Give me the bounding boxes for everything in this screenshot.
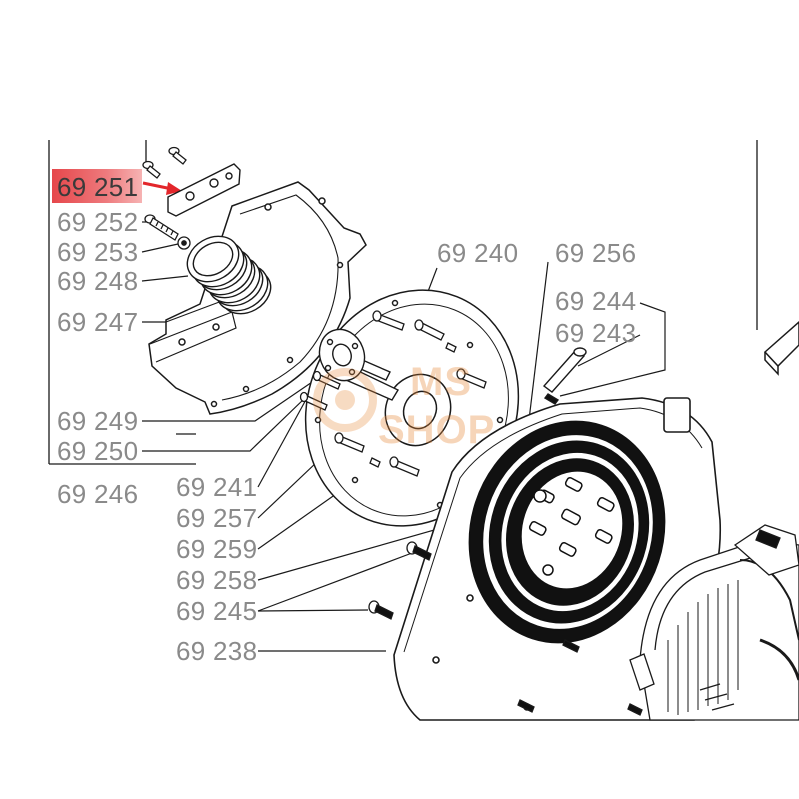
part-label-69-259: 69 259 xyxy=(176,534,258,564)
part-label-69-238: 69 238 xyxy=(176,636,258,666)
part-label-69-246: 69 246 xyxy=(57,479,139,509)
part-label-69-258: 69 258 xyxy=(176,565,258,595)
part-label-69-243: 69 243 xyxy=(555,318,637,348)
part-label-69-249: 69 249 xyxy=(57,406,139,436)
part-label-69-241: 69 241 xyxy=(176,472,258,502)
frame-lines xyxy=(48,140,758,465)
part-label-69-251: 69 251 xyxy=(57,172,139,202)
bolts-69-245 xyxy=(368,541,643,716)
flange-69-241 xyxy=(318,328,399,401)
bracket-right xyxy=(763,320,799,376)
part-label-69-245: 69 245 xyxy=(176,596,258,626)
part-label-69-257: 69 257 xyxy=(176,503,258,533)
highlight-box xyxy=(52,169,142,203)
part-label-69-253: 69 253 xyxy=(57,237,139,267)
watermark-line1: MS xyxy=(410,360,472,404)
engine-drum xyxy=(629,524,799,721)
leader-69-245b xyxy=(257,609,369,612)
leader-69-245a xyxy=(257,552,413,612)
watermark-line2: SHOP xyxy=(378,408,496,452)
part-label-69-256: 69 256 xyxy=(555,238,637,268)
top-bolts xyxy=(142,146,187,179)
bellows-69-248 xyxy=(186,235,272,315)
leader-69-253 xyxy=(141,243,179,253)
part-label-69-247: 69 247 xyxy=(57,307,139,337)
part-label-69-252: 69 252 xyxy=(57,207,139,237)
watermark-gear-icon xyxy=(313,368,377,432)
leader-69-244 xyxy=(559,302,666,397)
washer-69-253 xyxy=(177,236,191,250)
disc-bolts xyxy=(334,310,487,477)
pulley-69-259 xyxy=(468,420,666,644)
part-label-69-240: 69 240 xyxy=(437,238,519,268)
part-label-69-244: 69 244 xyxy=(555,286,637,316)
leader-69-248 xyxy=(141,275,189,282)
housing-neck xyxy=(663,397,691,433)
bolt-69-252 xyxy=(144,214,179,241)
bolts-69-249-69-250 xyxy=(299,370,341,411)
part-label-69-248: 69 248 xyxy=(57,266,139,296)
rod-69-243 xyxy=(542,347,587,393)
leader-69-241 xyxy=(257,395,309,488)
leader-69-249 xyxy=(142,377,319,422)
part-label-69-250: 69 250 xyxy=(57,436,139,466)
leader-69-243 xyxy=(577,334,641,367)
screw-69-244 xyxy=(543,393,560,405)
leader-69-250 xyxy=(142,397,306,452)
plate-69-251 xyxy=(167,163,241,217)
